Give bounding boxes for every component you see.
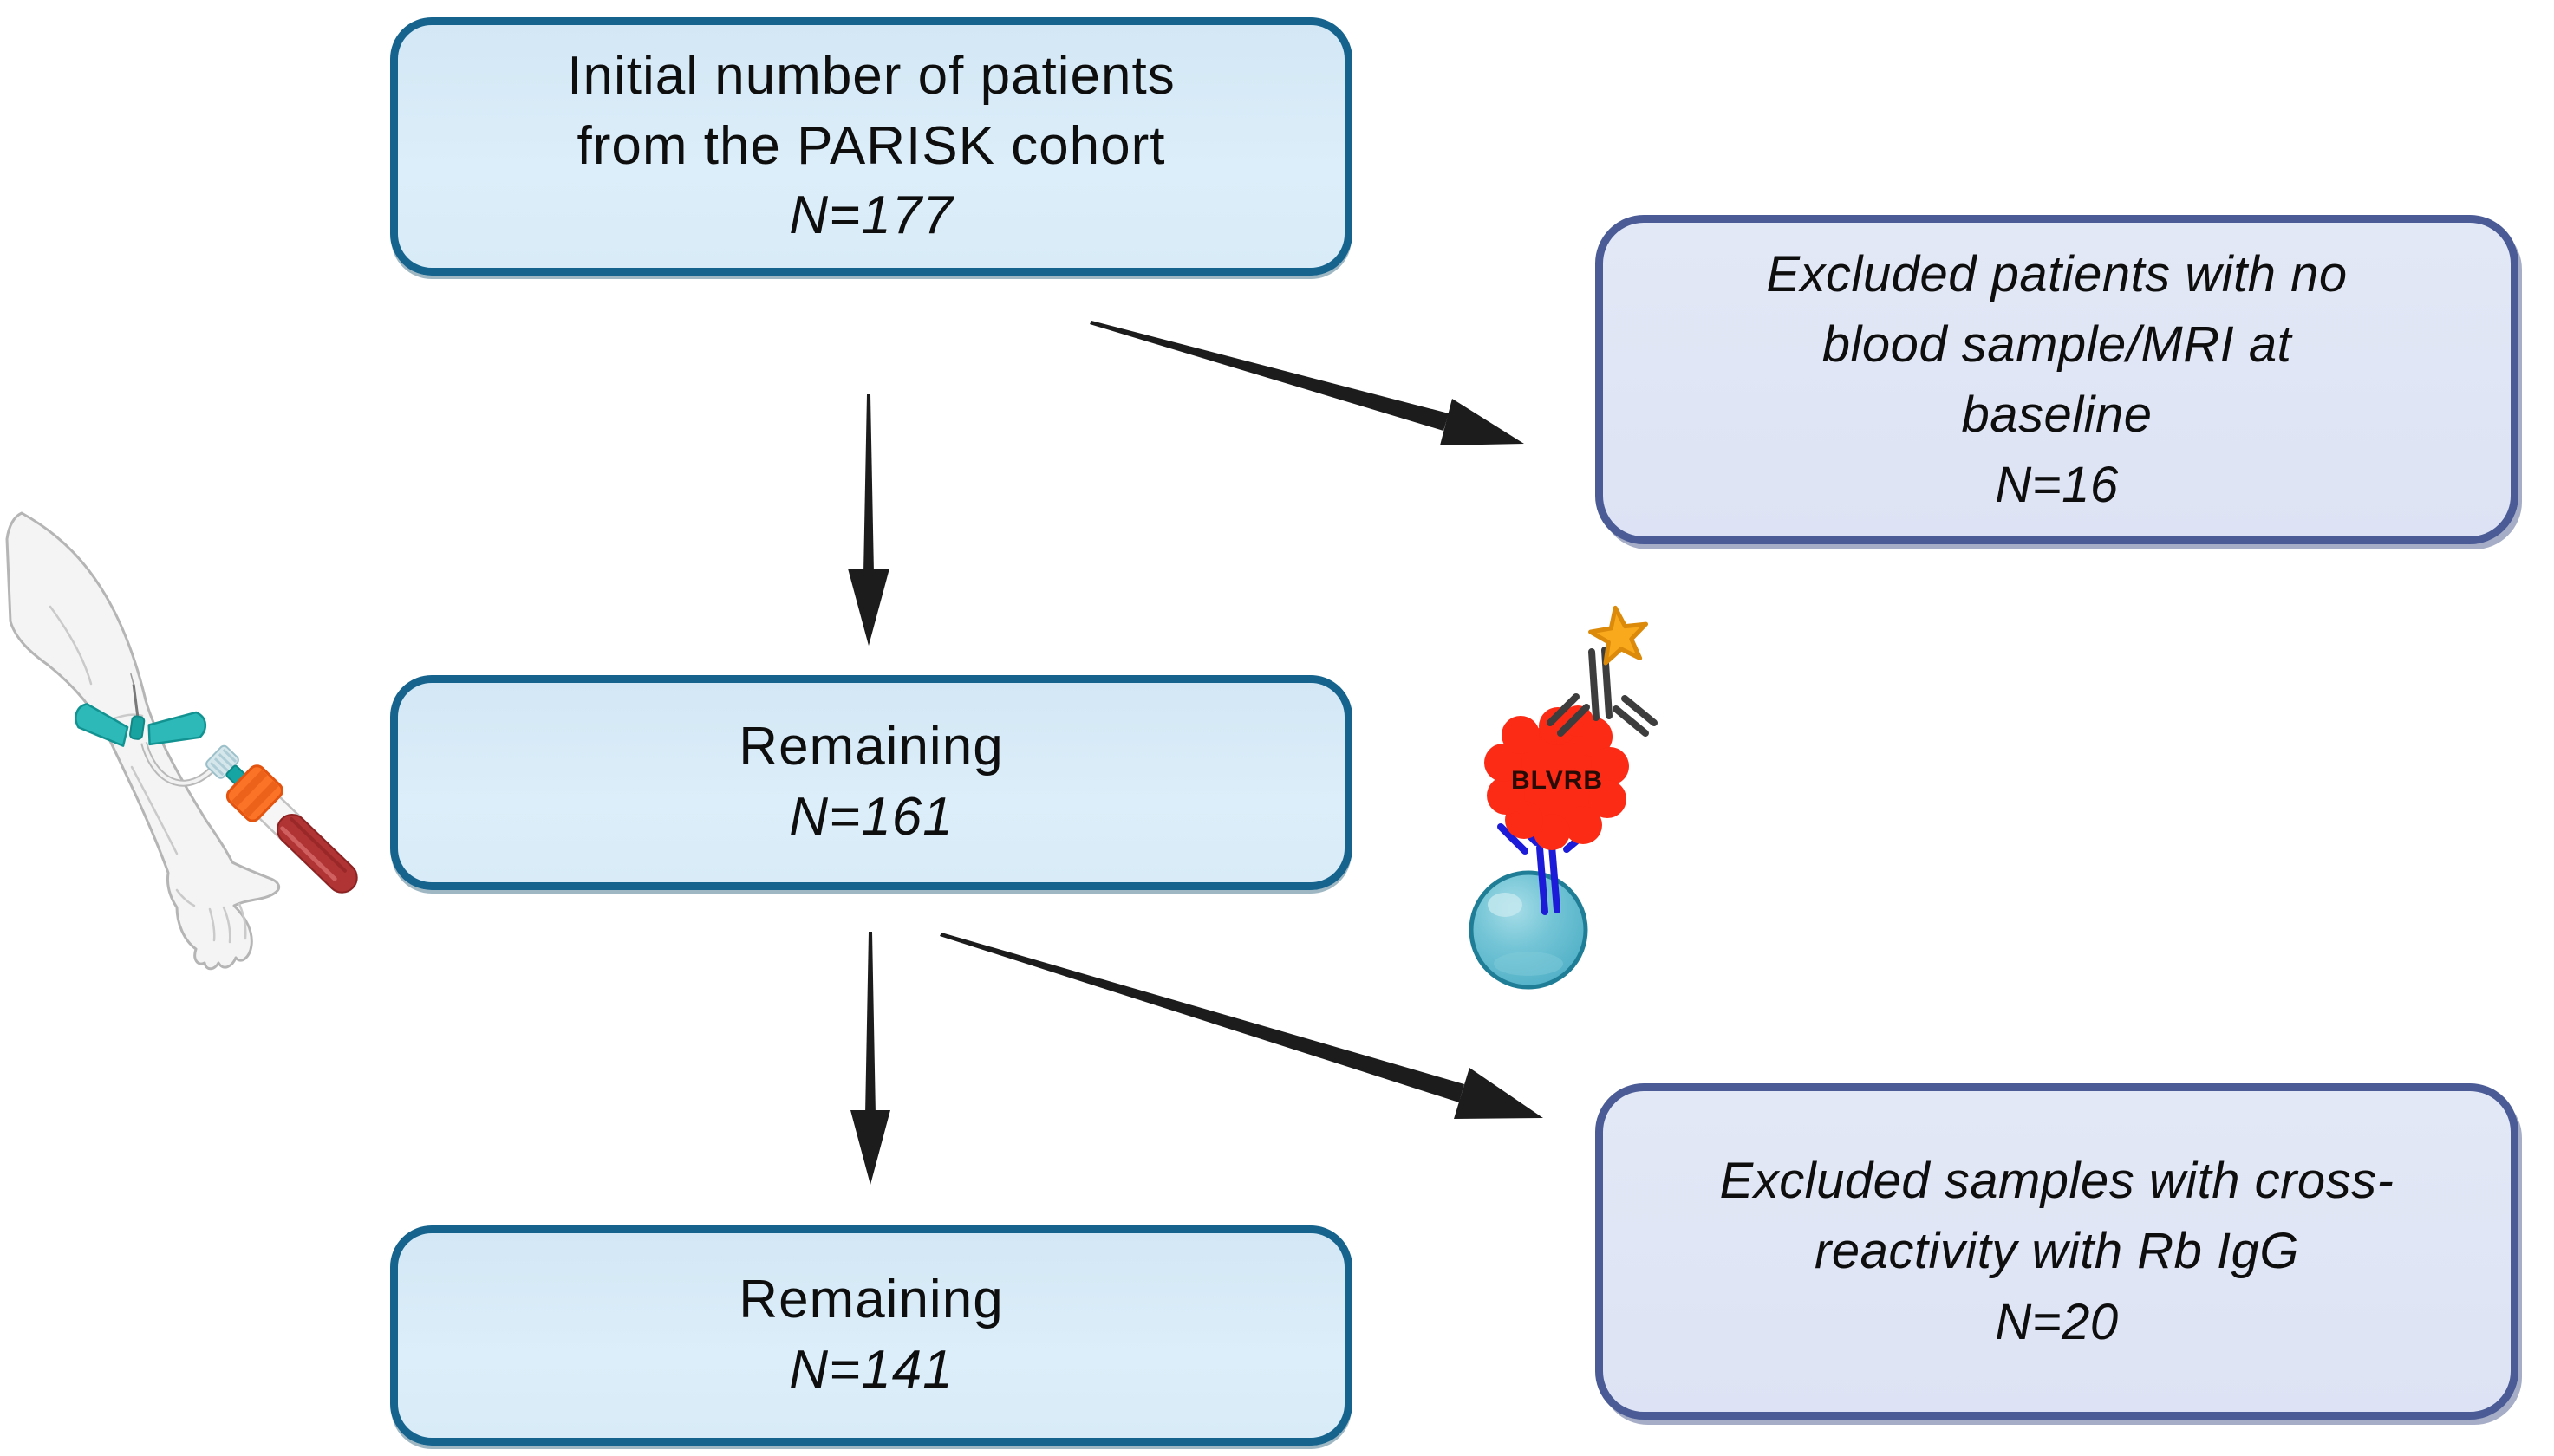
box-excluded-cross-reactivity: Excluded samples with cross- reactivity …	[1595, 1083, 2518, 1420]
down-arrow	[850, 932, 890, 1185]
blvrb-protein-icon	[1484, 705, 1629, 850]
capture-antibody-icon	[1497, 815, 1597, 915]
box-remaining-161-label: Remaining	[739, 717, 1004, 777]
box-excluded-baseline-line-1: Excluded patients with no	[1766, 245, 2348, 302]
down-arrow	[848, 394, 889, 646]
box-excluded-cross-count: N=20	[1995, 1293, 2119, 1350]
tubing-icon	[140, 741, 223, 787]
diagonal-arrow	[940, 933, 1543, 1119]
blvrb-protein-label: BLVRB	[1511, 766, 1603, 795]
box-excluded-cross-line-1: Excluded samples with cross-	[1719, 1153, 2394, 1210]
box-initial-count: N=177	[789, 185, 954, 246]
box-remaining-161-count: N=161	[789, 787, 954, 847]
immunoassay-illustration: BLVRB	[1469, 605, 1658, 990]
box-initial-line-1: Initial number of patients	[567, 46, 1176, 107]
box-excluded-baseline-line-2: blood sample/MRI at	[1821, 315, 2292, 373]
star-label-icon	[1588, 605, 1649, 666]
diagonal-arrow	[1090, 321, 1524, 445]
box-remaining-141: Remaining N=141	[390, 1225, 1352, 1446]
blood-collection-tube-icon	[205, 744, 358, 894]
box-initial-line-2: from the PARISK cohort	[577, 115, 1166, 176]
blood-draw-illustration	[5, 511, 358, 971]
box-remaining-141-count: N=141	[789, 1340, 954, 1400]
box-excluded-baseline-count: N=16	[1995, 457, 2119, 514]
box-initial-cohort: Initial number of patients from the PARI…	[390, 17, 1352, 276]
box-remaining-161: Remaining N=161	[390, 675, 1352, 890]
box-remaining-141-label: Remaining	[739, 1270, 1004, 1330]
butterfly-needle-icon	[75, 673, 207, 747]
box-excluded-baseline-line-3: baseline	[1961, 387, 2153, 443]
box-excluded-baseline: Excluded patients with no blood sample/M…	[1595, 215, 2518, 544]
box-excluded-cross-line-2: reactivity with Rb IgG	[1815, 1223, 2299, 1280]
blood-draw-arm-icon	[5, 511, 281, 971]
bead-icon	[1469, 870, 1588, 990]
detection-antibody-icon	[1547, 647, 1658, 737]
